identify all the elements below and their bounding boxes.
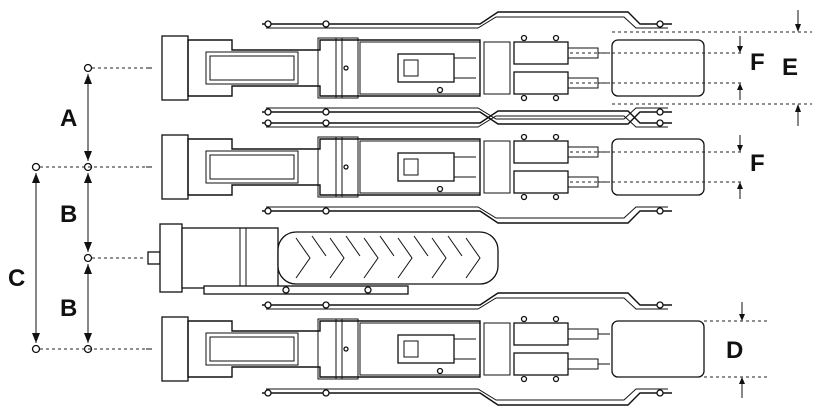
tire-carriage — [147, 223, 499, 295]
label-f-upper: F — [750, 49, 765, 76]
label-b-upper: B — [60, 201, 77, 228]
right-dimensions — [570, 10, 812, 398]
left-dimensions — [31, 63, 146, 354]
label-b-lower: B — [60, 295, 77, 322]
label-d: D — [726, 337, 743, 364]
label-e: E — [782, 54, 798, 81]
label-c: C — [8, 265, 25, 292]
label-a: A — [60, 105, 77, 132]
label-f-lower: F — [750, 150, 765, 177]
